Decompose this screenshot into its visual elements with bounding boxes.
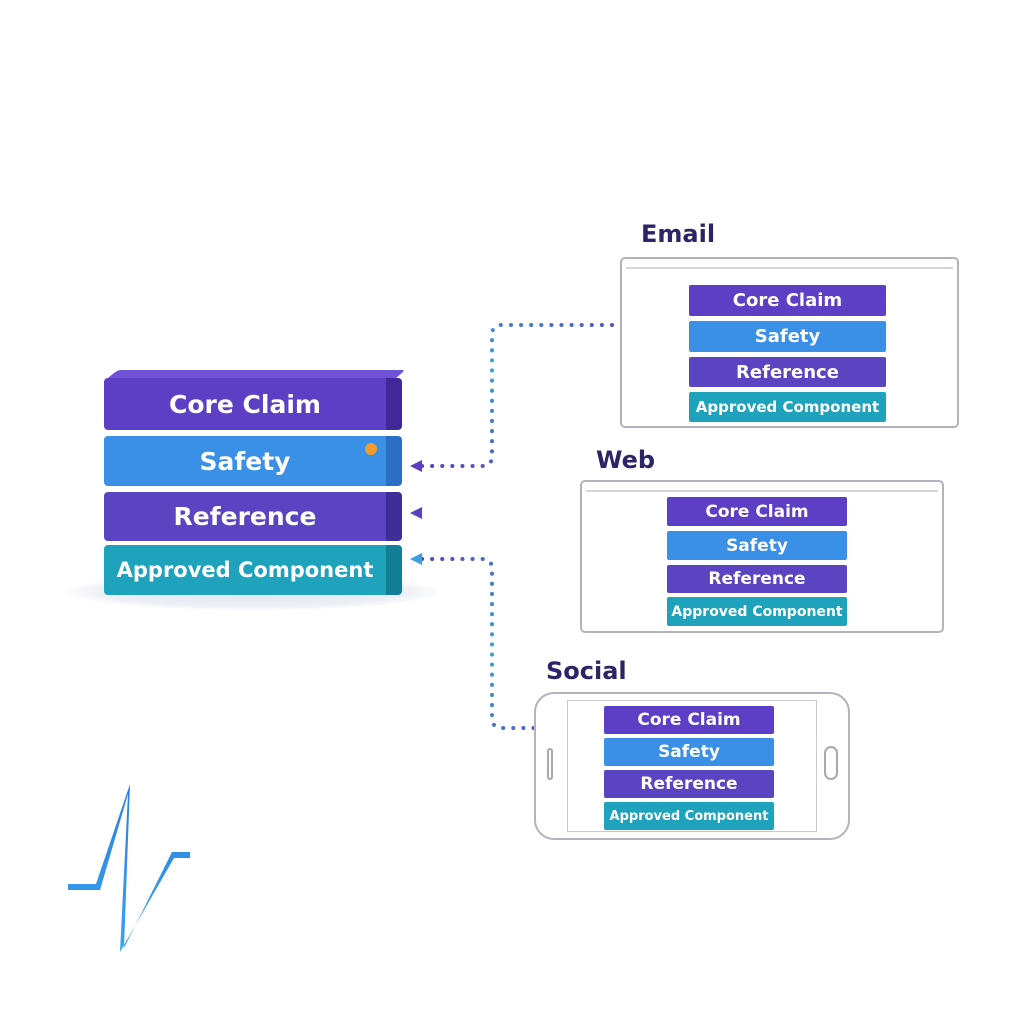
source-block-reference: Reference [104,492,402,541]
web-block-approved-component: Approved Component [667,597,847,626]
source-block-approved-component: Approved Component [104,545,402,595]
social-block-approved-component: Approved Component [604,802,774,830]
channel-title-web: Web [596,446,656,474]
source-block-label: Core Claim [169,389,321,419]
channel-title-social: Social [546,657,627,685]
phone-home-button-icon [824,746,838,780]
logo-mark-icon [68,784,190,952]
source-block-core-claim: Core Claim [104,370,406,430]
arrowhead-icon [410,507,422,519]
social-block-safety: Safety [604,738,774,766]
email-block-approved-component: Approved Component [689,392,886,422]
source-block-label: Reference [173,502,317,531]
social-block-core-claim: Core Claim [604,706,774,734]
source-block-label: Safety [199,446,291,476]
orange-indicator-dot [365,443,377,455]
email-block-reference: Reference [689,357,886,387]
social-connector [420,557,580,730]
channel-title-email: Email [641,220,716,248]
arrowhead-icon [410,460,422,472]
social-block-reference: Reference [604,770,774,798]
arrowhead-icon [410,553,422,565]
source-block-label: Approved Component [116,558,374,582]
web-block-core-claim: Core Claim [667,497,847,526]
email-block-core-claim: Core Claim [689,285,886,316]
email-block-safety: Safety [689,321,886,352]
web-block-safety: Safety [667,531,847,560]
web-block-reference: Reference [667,565,847,593]
phone-speaker-icon [547,748,553,780]
source-block-safety: Safety [104,436,402,486]
